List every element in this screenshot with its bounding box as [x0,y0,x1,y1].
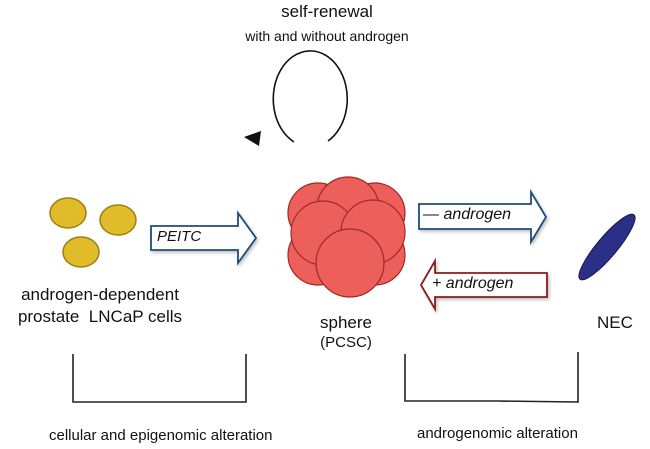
plus-androgen-label: + androgen [432,275,514,292]
subtitle-with-and-without-androgen: with and without androgen [245,28,409,44]
nec-cell-icon [578,213,636,281]
left-bracket [72,354,247,403]
self-renewal-loop-arrow [244,50,349,146]
nec-label: NEC [597,313,633,332]
sphere-pcsc-icon [287,176,406,298]
plus-androgen-arrow [419,257,548,313]
right-bracket [404,352,579,403]
loop-arrowhead-icon [244,131,261,146]
pcsc-label: (PCSC) [320,334,372,351]
right-bracket-label: androgenomic alteration [417,425,578,442]
peitc-arrow [150,210,258,266]
sphere-label: sphere [320,313,372,332]
minus-androgen-arrow [418,188,548,246]
peitc-label: PEITC [157,228,202,245]
minus-androgen-label: — androgen [423,206,512,223]
left-bracket-label: cellular and epigenomic alteration [49,427,273,444]
lncap-cells-icon [49,197,137,268]
title-self-renewal: self-renewal [281,2,373,21]
lncap-label-line2: prostate LNCaP cells [17,307,183,326]
lncap-label-line1: androgen-dependent [21,285,179,304]
